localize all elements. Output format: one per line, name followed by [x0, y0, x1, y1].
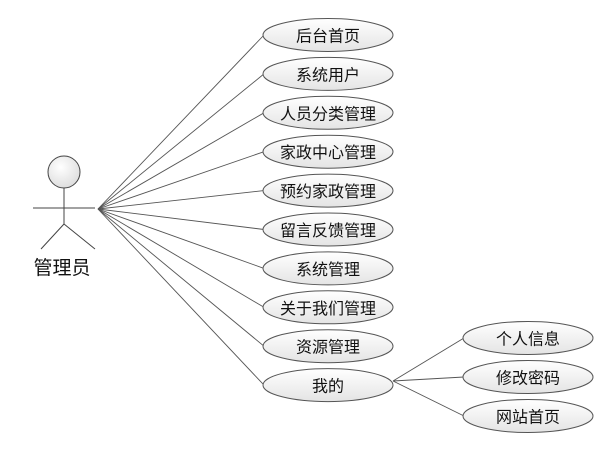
association-line: [97, 112, 265, 210]
association-line: [97, 73, 265, 210]
use-case-system-admin: 系统管理: [262, 251, 394, 286]
use-case-ellipse: [262, 212, 394, 247]
use-case-ellipse: [262, 56, 394, 91]
sub-association-line: [392, 376, 465, 382]
use-case-system-users: 系统用户: [262, 56, 394, 91]
sub-use-case-ellipse: [462, 321, 594, 355]
use-case-label: 资源管理: [296, 338, 360, 357]
use-case-label: 系统用户: [296, 65, 360, 84]
use-case-resources: 资源管理: [262, 329, 394, 364]
actor-left-leg: [40, 223, 65, 250]
sub-association-line: [392, 337, 465, 382]
use-case-label: 留言反馈管理: [280, 221, 376, 240]
association-line: [97, 151, 265, 210]
sub-use-case-label: 修改密码: [496, 369, 560, 388]
sub-use-case-label: 个人信息: [496, 330, 560, 349]
association-line: [97, 208, 265, 308]
use-case-housekeeping-center: 家政中心管理: [262, 134, 394, 169]
sub-use-case-ellipse: [462, 360, 594, 394]
use-case-label: 后台首页: [296, 27, 360, 46]
use-case-ellipse: [262, 134, 394, 169]
actor-figure: 管理员: [33, 155, 96, 279]
sub-use-case-change-password: 修改密码: [462, 360, 594, 394]
use-case-label: 系统管理: [296, 260, 360, 279]
sub-use-case-label: 网站首页: [496, 408, 560, 427]
association-line: [97, 208, 265, 347]
use-case-about-us: 关于我们管理: [262, 290, 394, 325]
sub-use-case-ellipse: [462, 399, 594, 433]
association-line: [97, 190, 265, 210]
sub-use-case-personal-info: 个人信息: [462, 321, 594, 355]
sub-use-case-site-home: 网站首页: [462, 399, 594, 433]
use-case-staff-category: 人员分类管理: [262, 95, 394, 130]
use-case-label: 家政中心管理: [280, 143, 376, 162]
use-case-ellipse: [262, 368, 394, 403]
actor-head: [47, 155, 81, 189]
association-lines: [97, 34, 465, 417]
use-case-ellipse: [262, 173, 394, 208]
use-case-home: 后台首页: [262, 18, 394, 52]
use-case-feedback: 留言反馈管理: [262, 212, 394, 247]
use-case-ellipse: [262, 290, 394, 325]
association-line: [97, 34, 265, 210]
use-case-label: 预约家政管理: [280, 182, 376, 201]
use-case-ellipse: [262, 329, 394, 364]
use-case-label: 我的: [312, 377, 344, 396]
use-cases: 后台首页系统用户人员分类管理家政中心管理预约家政管理留言反馈管理系统管理关于我们…: [262, 18, 394, 403]
use-case-label: 人员分类管理: [280, 104, 376, 123]
use-case-booking: 预约家政管理: [262, 173, 394, 208]
association-line: [97, 208, 265, 230]
actor-label: 管理员: [33, 257, 90, 279]
use-case-label: 关于我们管理: [280, 299, 376, 318]
association-line: [97, 208, 265, 269]
association-line: [97, 208, 265, 386]
use-case-ellipse: [262, 18, 394, 52]
use-case-ellipse: [262, 251, 394, 286]
use-case-mine: 我的: [262, 368, 394, 403]
sub-association-line: [392, 380, 465, 417]
use-case-ellipse: [262, 95, 394, 130]
actor-right-leg: [63, 223, 96, 250]
